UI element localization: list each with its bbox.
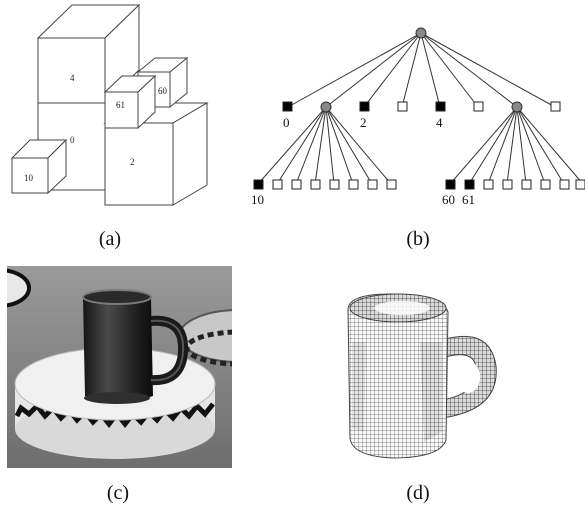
leaf-node <box>282 101 293 112</box>
leaf-node <box>329 179 340 190</box>
node-label-2: 2 <box>360 115 367 130</box>
internal-node-right <box>511 101 523 113</box>
leaf-node <box>291 179 302 190</box>
leaf-node <box>397 101 408 112</box>
leaf-node <box>502 179 513 190</box>
leaf-node <box>483 179 494 190</box>
node-label-60: 60 <box>442 192 455 207</box>
cube-61-side <box>137 74 156 130</box>
cube-60-side <box>169 56 188 109</box>
caption-c: (c) <box>106 482 130 504</box>
leaf-node <box>473 101 484 112</box>
node-label-4: 4 <box>436 115 443 130</box>
cube-4-side <box>104 3 140 105</box>
leaf-node <box>575 179 585 190</box>
leaf-node <box>464 179 475 190</box>
cube-2-front <box>104 122 174 206</box>
root-node <box>415 27 427 39</box>
leaf-node <box>540 179 551 190</box>
cube-10-label: 10 <box>24 173 34 183</box>
octree-tree-diagram: 0 2 4 10 60 61 <box>251 27 585 207</box>
octree-cubes-diagram: 4 0 2 60 61 10 <box>10 3 209 206</box>
caption-a: (a) <box>98 228 122 250</box>
caption-b: (b) <box>406 228 430 250</box>
leaf-node <box>521 179 532 190</box>
node-label-61: 61 <box>462 192 475 207</box>
cube-2-side <box>172 102 208 206</box>
cube-61-front <box>104 91 139 129</box>
cube-4-front <box>37 37 106 104</box>
voxel-mug-model <box>347 293 497 459</box>
cube-60-label: 60 <box>158 86 168 96</box>
cube-61-label: 61 <box>116 100 125 110</box>
leaf-node <box>367 179 378 190</box>
leaf-node <box>310 179 321 190</box>
node-label-10: 10 <box>251 192 264 207</box>
leaf-node <box>272 179 283 190</box>
leaf-node <box>348 179 359 190</box>
leaf-node <box>435 101 446 112</box>
caption-d: (d) <box>406 482 430 504</box>
mug-photograph <box>7 266 232 468</box>
leaf-node <box>559 179 570 190</box>
leaf-node <box>253 179 264 190</box>
node-label-0: 0 <box>283 115 290 130</box>
cube-2-label: 2 <box>130 157 135 167</box>
cube-0-label: 0 <box>70 135 75 145</box>
leaf-node <box>445 179 456 190</box>
cube-10-side <box>47 138 67 195</box>
leaf-node <box>359 101 370 112</box>
cube-4-label: 4 <box>70 73 75 83</box>
leaf-node <box>550 101 561 112</box>
leaf-node <box>386 179 397 190</box>
internal-node-left <box>320 101 332 113</box>
